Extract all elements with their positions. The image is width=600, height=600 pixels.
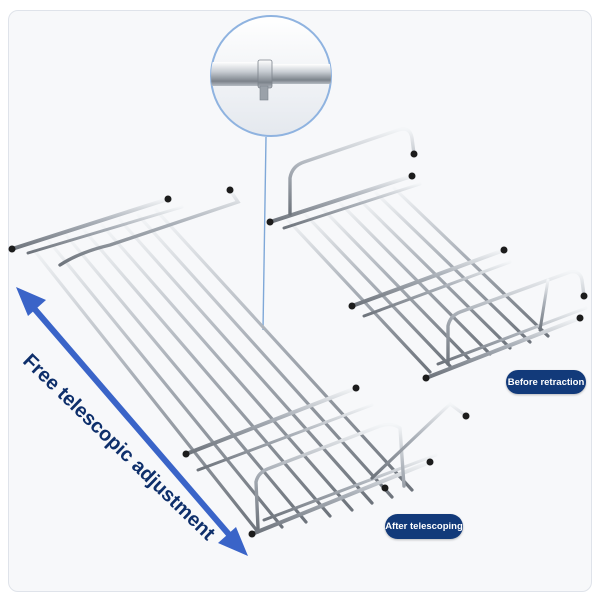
after-telescoping-badge: After telescoping bbox=[385, 514, 463, 539]
rack-retracted bbox=[268, 127, 588, 380]
before-retraction-badge: Before retraction bbox=[506, 370, 586, 394]
telescopic-joint-closeup bbox=[211, 59, 331, 101]
zoom-detail-circle bbox=[210, 15, 332, 331]
telescopic-arrow bbox=[16, 287, 248, 556]
rack-retracted-caps bbox=[266, 150, 588, 382]
rack-extended bbox=[10, 188, 468, 536]
rack-extended-caps bbox=[8, 186, 470, 538]
